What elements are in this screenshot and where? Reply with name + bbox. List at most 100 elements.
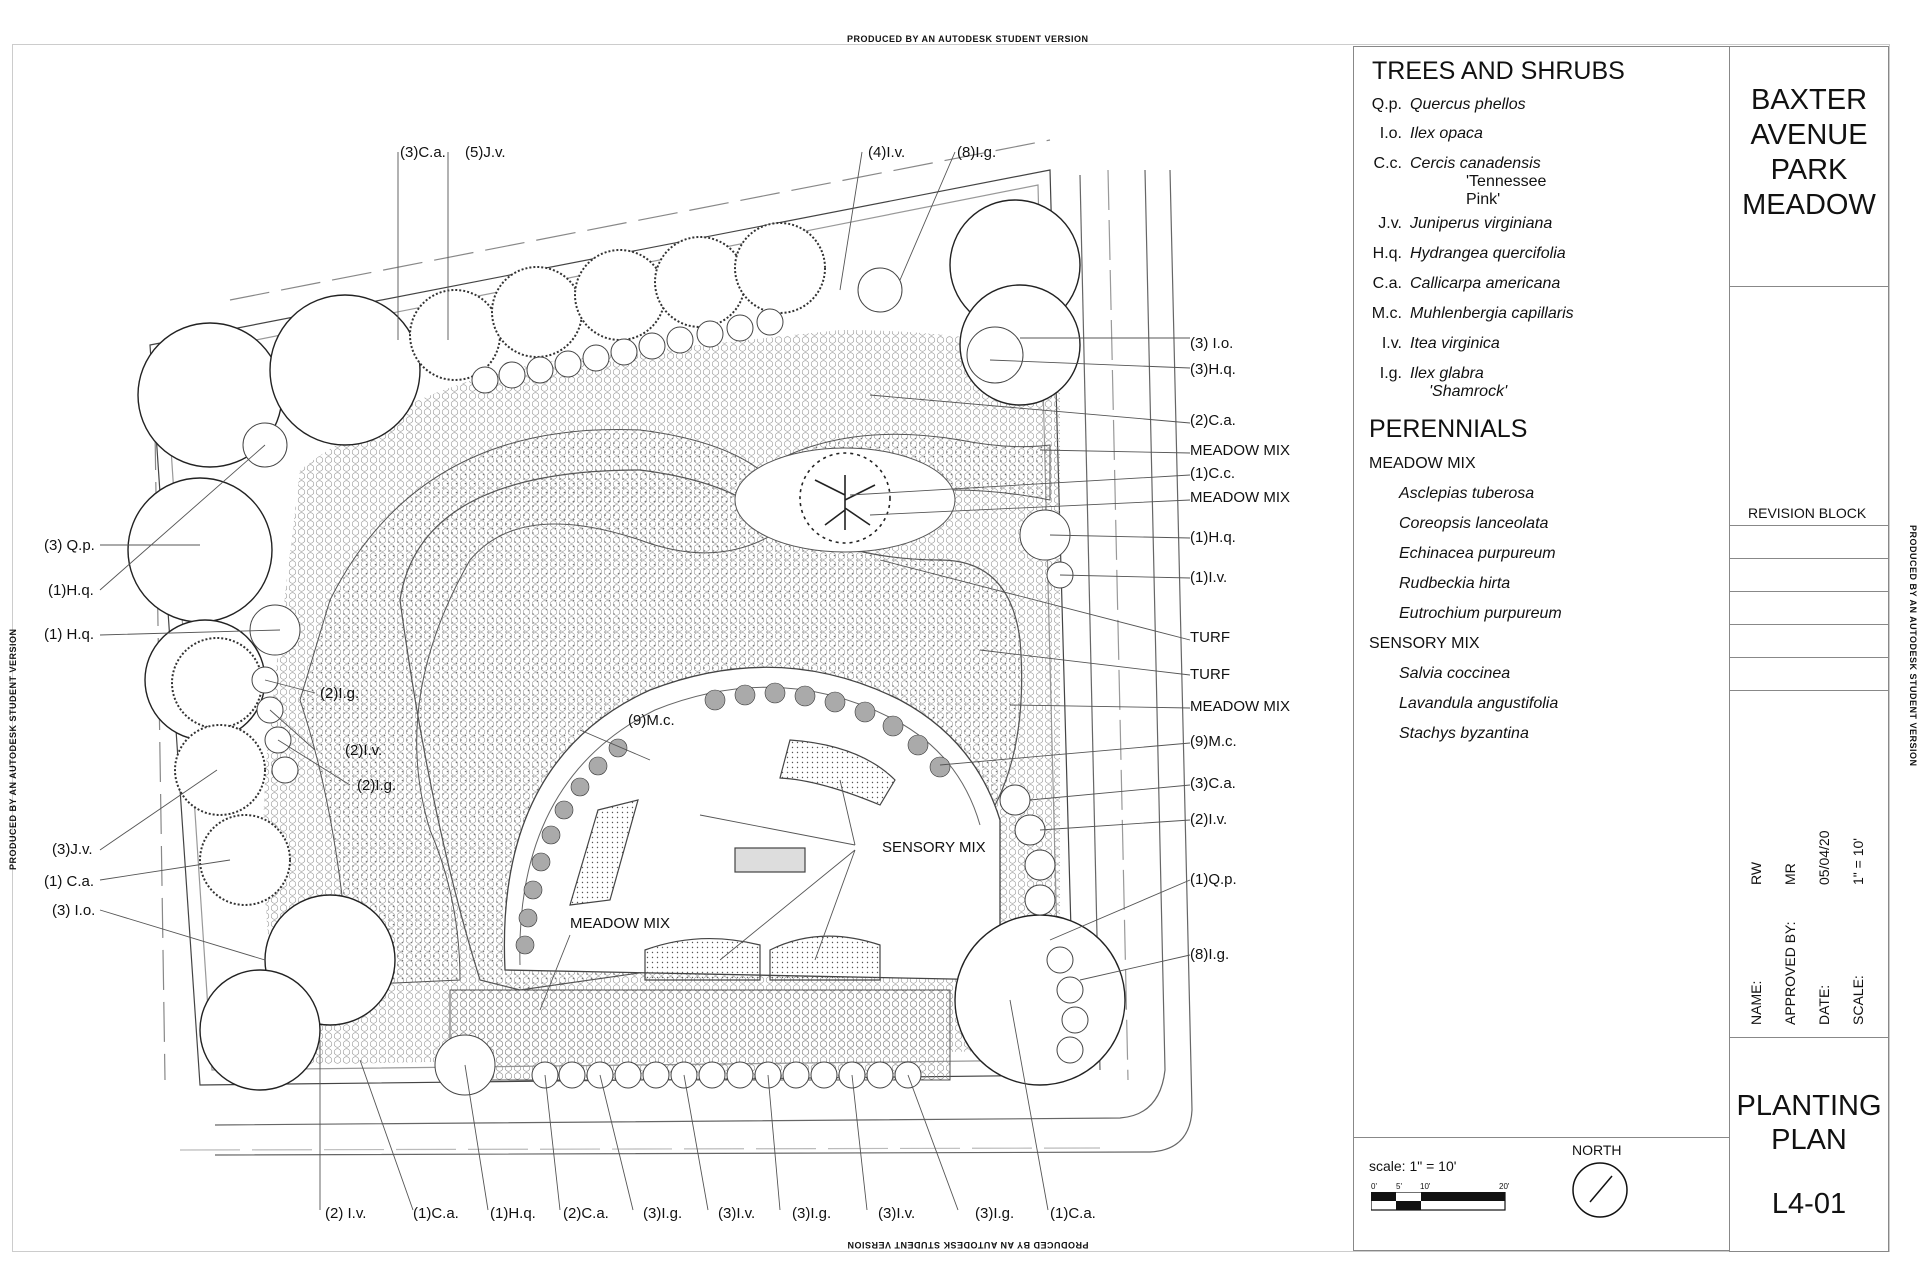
callout-bottom-7: (3)I.g. bbox=[792, 1205, 832, 1222]
field-name-label: NAME: bbox=[1748, 980, 1764, 1025]
trees-heading: TREES AND SHRUBS bbox=[1372, 57, 1625, 85]
callout-left-5: (2)I.v. bbox=[345, 742, 383, 759]
legend-code: I.v. bbox=[1381, 335, 1402, 352]
inner-label-sensory: SENSORY MIX bbox=[882, 839, 986, 856]
field-date-value: 05/04/20 bbox=[1816, 830, 1832, 886]
cercis-tree bbox=[734, 447, 956, 553]
sheet-number: L4-01 bbox=[1771, 1188, 1847, 1220]
field-approved-label: APPROVED BY: bbox=[1782, 921, 1798, 1025]
trees bbox=[127, 199, 1126, 1091]
callout-left-7: (3)J.v. bbox=[52, 841, 93, 858]
revision-rows bbox=[1730, 525, 1888, 705]
callout-left-6: (2)I.g. bbox=[357, 777, 397, 794]
perennials-heading: PERENNIALS bbox=[1369, 415, 1528, 443]
scale-tick-20: 20' bbox=[1499, 1182, 1510, 1191]
callout-right-5: (1)C.c. bbox=[1190, 465, 1235, 482]
callout-bottom-8: (3)I.v. bbox=[878, 1205, 916, 1222]
sheet-title-2: PLAN bbox=[1771, 1124, 1847, 1156]
legend-row-iv: I.v.Itea virginica bbox=[1354, 335, 1500, 353]
callout-bottom-10: (1)C.a. bbox=[1050, 1205, 1096, 1222]
sensory-garden bbox=[503, 666, 1001, 981]
plant-legend: TREES AND SHRUBS Q.p. Quercus phellos I.o… bbox=[1353, 46, 1730, 1138]
callout-left-8: (1) C.a. bbox=[44, 873, 95, 890]
project-title-3: PARK bbox=[1770, 154, 1848, 186]
project-title-4: MEADOW bbox=[1742, 189, 1876, 221]
meadow-species-1: Asclepias tuberosa bbox=[1399, 485, 1535, 502]
legend-species: Muhlenbergia capillaris bbox=[1410, 305, 1574, 322]
muhly-arc bbox=[515, 682, 951, 955]
legend-species: Juniperus virginiana bbox=[1410, 215, 1553, 232]
callout-left-9: (3) I.o. bbox=[52, 902, 96, 919]
callout-right-10: TURF bbox=[1190, 666, 1230, 683]
meadow-species-5: Eutrochium purpureum bbox=[1399, 605, 1562, 622]
junipers bbox=[171, 222, 826, 906]
callout-top-3: (4)I.v. bbox=[868, 144, 906, 161]
callout-right-12: (9)M.c. bbox=[1190, 733, 1237, 750]
legend-species: Hydrangea quercifolia bbox=[1410, 245, 1566, 262]
sensory-species-1: Salvia coccinea bbox=[1399, 665, 1511, 682]
callout-right-1: (3) I.o. bbox=[1190, 335, 1234, 352]
callout-bottom-3: (1)H.q. bbox=[490, 1205, 536, 1222]
callout-left-4: (2)I.g. bbox=[320, 685, 360, 702]
callout-right-16: (8)I.g. bbox=[1190, 946, 1230, 963]
callout-bottom-2: (1)C.a. bbox=[413, 1205, 459, 1222]
field-scale-value: 1" = 10' bbox=[1850, 838, 1866, 885]
inner-label-meadow: MEADOW MIX bbox=[570, 915, 670, 932]
project-title-1: BAXTER bbox=[1750, 84, 1868, 116]
legend-species: Cercis canadensis bbox=[1410, 155, 1541, 172]
legend-row-hq: H.q. Hydrangea quercifolia bbox=[1354, 245, 1566, 263]
callout-right-4: MEADOW MIX bbox=[1190, 442, 1290, 459]
scale-bar bbox=[1371, 1192, 1506, 1211]
callout-left-3: (1) H.q. bbox=[44, 626, 95, 643]
legend-species: Quercus phellos bbox=[1410, 96, 1526, 113]
site-plan-drawing bbox=[99, 139, 1193, 1211]
scale-tick-0: 0' bbox=[1371, 1182, 1377, 1191]
legend-species: Ilex opaca bbox=[1410, 125, 1483, 142]
callout-bottom-9: (3)I.g. bbox=[975, 1205, 1015, 1222]
title-block: BAXTER AVENUE PARK MEADOW REVISION BLOCK… bbox=[1729, 46, 1889, 1252]
callout-right-13: (3)C.a. bbox=[1190, 775, 1236, 792]
sensory-species-3: Stachys byzantina bbox=[1399, 725, 1529, 742]
legend-row-ig: I.g.Ilex glabra bbox=[1354, 365, 1484, 383]
legend-species: Callicarpa americana bbox=[1410, 275, 1561, 292]
legend-code: I.o. bbox=[1379, 125, 1402, 142]
callout-top-4: (8)I.g. bbox=[957, 144, 997, 161]
legend-code: Q.p. bbox=[1371, 96, 1402, 113]
field-name-value: RW bbox=[1748, 861, 1764, 885]
legend-row-ig-line2: 'Shamrock' bbox=[1429, 383, 1508, 400]
callout-right-7: (1)H.q. bbox=[1190, 529, 1236, 546]
legend-row-mc: M.c. Muhlenbergia capillaris bbox=[1354, 305, 1574, 323]
callout-top-1: (3)C.a. bbox=[400, 144, 446, 161]
callout-top-2: (5)J.v. bbox=[465, 144, 506, 161]
hydrangeas bbox=[242, 267, 1071, 1096]
title-divider-2 bbox=[1730, 1037, 1888, 1038]
sensory-species-2: Lavandula angustifolia bbox=[1399, 695, 1559, 712]
callout-right-2: (3)H.q. bbox=[1190, 361, 1236, 378]
legend-code: M.c. bbox=[1371, 305, 1402, 322]
scale-box: scale: 1" = 10' 0' 5' 10' 20' NORTH bbox=[1353, 1136, 1730, 1251]
scale-tick-5: 5' bbox=[1396, 1182, 1402, 1191]
legend-code: J.v. bbox=[1378, 215, 1402, 232]
field-scale-label: SCALE: bbox=[1850, 975, 1866, 1025]
callout-right-3: (2)C.a. bbox=[1190, 412, 1236, 429]
revision-block-label: REVISION BLOCK bbox=[1748, 505, 1867, 521]
callout-bottom-1: (2) I.v. bbox=[325, 1205, 367, 1222]
title-divider-1 bbox=[1730, 286, 1888, 287]
callout-right-8: (1)I.v. bbox=[1190, 569, 1228, 586]
legend-code: C.c. bbox=[1373, 155, 1402, 172]
watermark-top: PRODUCED BY AN AUTODESK STUDENT VERSION bbox=[847, 34, 1089, 44]
callout-bottom-5: (3)I.g. bbox=[643, 1205, 683, 1222]
legend-code: H.q. bbox=[1372, 245, 1402, 262]
shrub-rows bbox=[251, 308, 1089, 1089]
legend-row-cc: C.c. Cercis canadensis bbox=[1354, 155, 1541, 173]
legend-row-ca: C.a.Callicarpa americana bbox=[1354, 275, 1561, 293]
legend-row-jv: J.v. Juniperus virginiana bbox=[1354, 215, 1552, 233]
legend-row-qp: Q.p. Quercus phellos bbox=[1354, 96, 1526, 114]
watermark-right: PRODUCED BY AN AUTODESK STUDENT VERSION bbox=[1908, 525, 1918, 767]
south-bed bbox=[449, 989, 951, 1081]
inner-label-muhly: (9)M.c. bbox=[628, 712, 675, 729]
meadow-species-4: Rudbeckia hirta bbox=[1399, 575, 1511, 592]
meadow-species-3: Echinacea purpureum bbox=[1399, 545, 1556, 562]
scale-label: scale: 1" = 10' bbox=[1369, 1158, 1457, 1174]
field-date-label: DATE: bbox=[1816, 984, 1832, 1025]
